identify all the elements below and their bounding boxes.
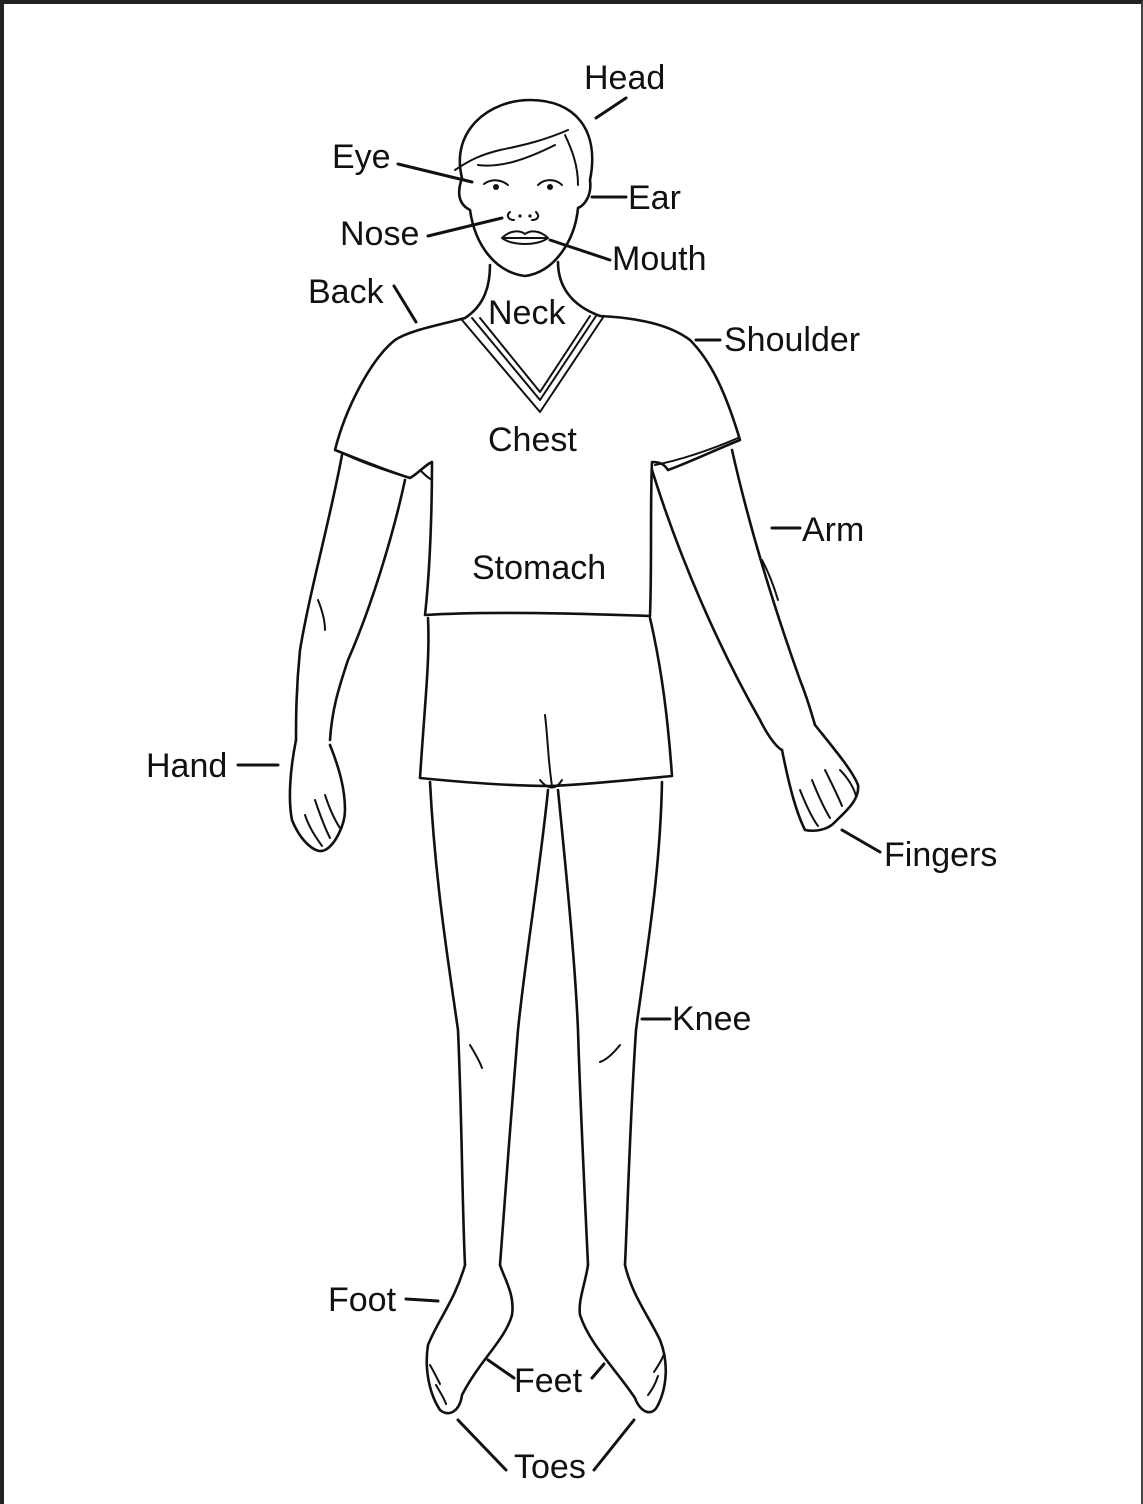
right-foot-shape [580, 1265, 666, 1412]
label-knee: Knee [672, 1000, 751, 1038]
label-chest: Chest [488, 421, 577, 459]
head-outline [459, 100, 592, 276]
labels: Head Eye Ear Nose Mouth Back Neck Should… [146, 59, 997, 1486]
label-toes: Toes [514, 1448, 586, 1486]
right-leg [558, 782, 662, 1265]
hair [455, 130, 568, 170]
label-neck: Neck [488, 294, 566, 332]
label-eye: Eye [332, 138, 391, 176]
label-stomach: Stomach [472, 549, 606, 587]
shorts-outline [420, 618, 672, 786]
label-feet: Feet [514, 1362, 583, 1400]
left-hand-shape [290, 740, 345, 851]
label-nose: Nose [340, 215, 419, 253]
label-back: Back [308, 273, 385, 311]
hair-parting [478, 135, 578, 185]
nose-shape [508, 212, 538, 220]
label-arm: Arm [802, 511, 864, 549]
label-hand: Hand [146, 747, 227, 785]
neck-outline [465, 265, 490, 318]
label-foot: Foot [328, 1281, 397, 1319]
label-mouth: Mouth [612, 240, 707, 278]
mouth-shape [502, 231, 548, 244]
left-leg [430, 782, 548, 1265]
label-shoulder: Shoulder [724, 321, 860, 359]
label-head: Head [584, 59, 665, 97]
right-arm [652, 450, 815, 750]
left-arm [296, 455, 405, 740]
label-ear: Ear [628, 179, 681, 217]
label-fingers: Fingers [884, 836, 997, 874]
